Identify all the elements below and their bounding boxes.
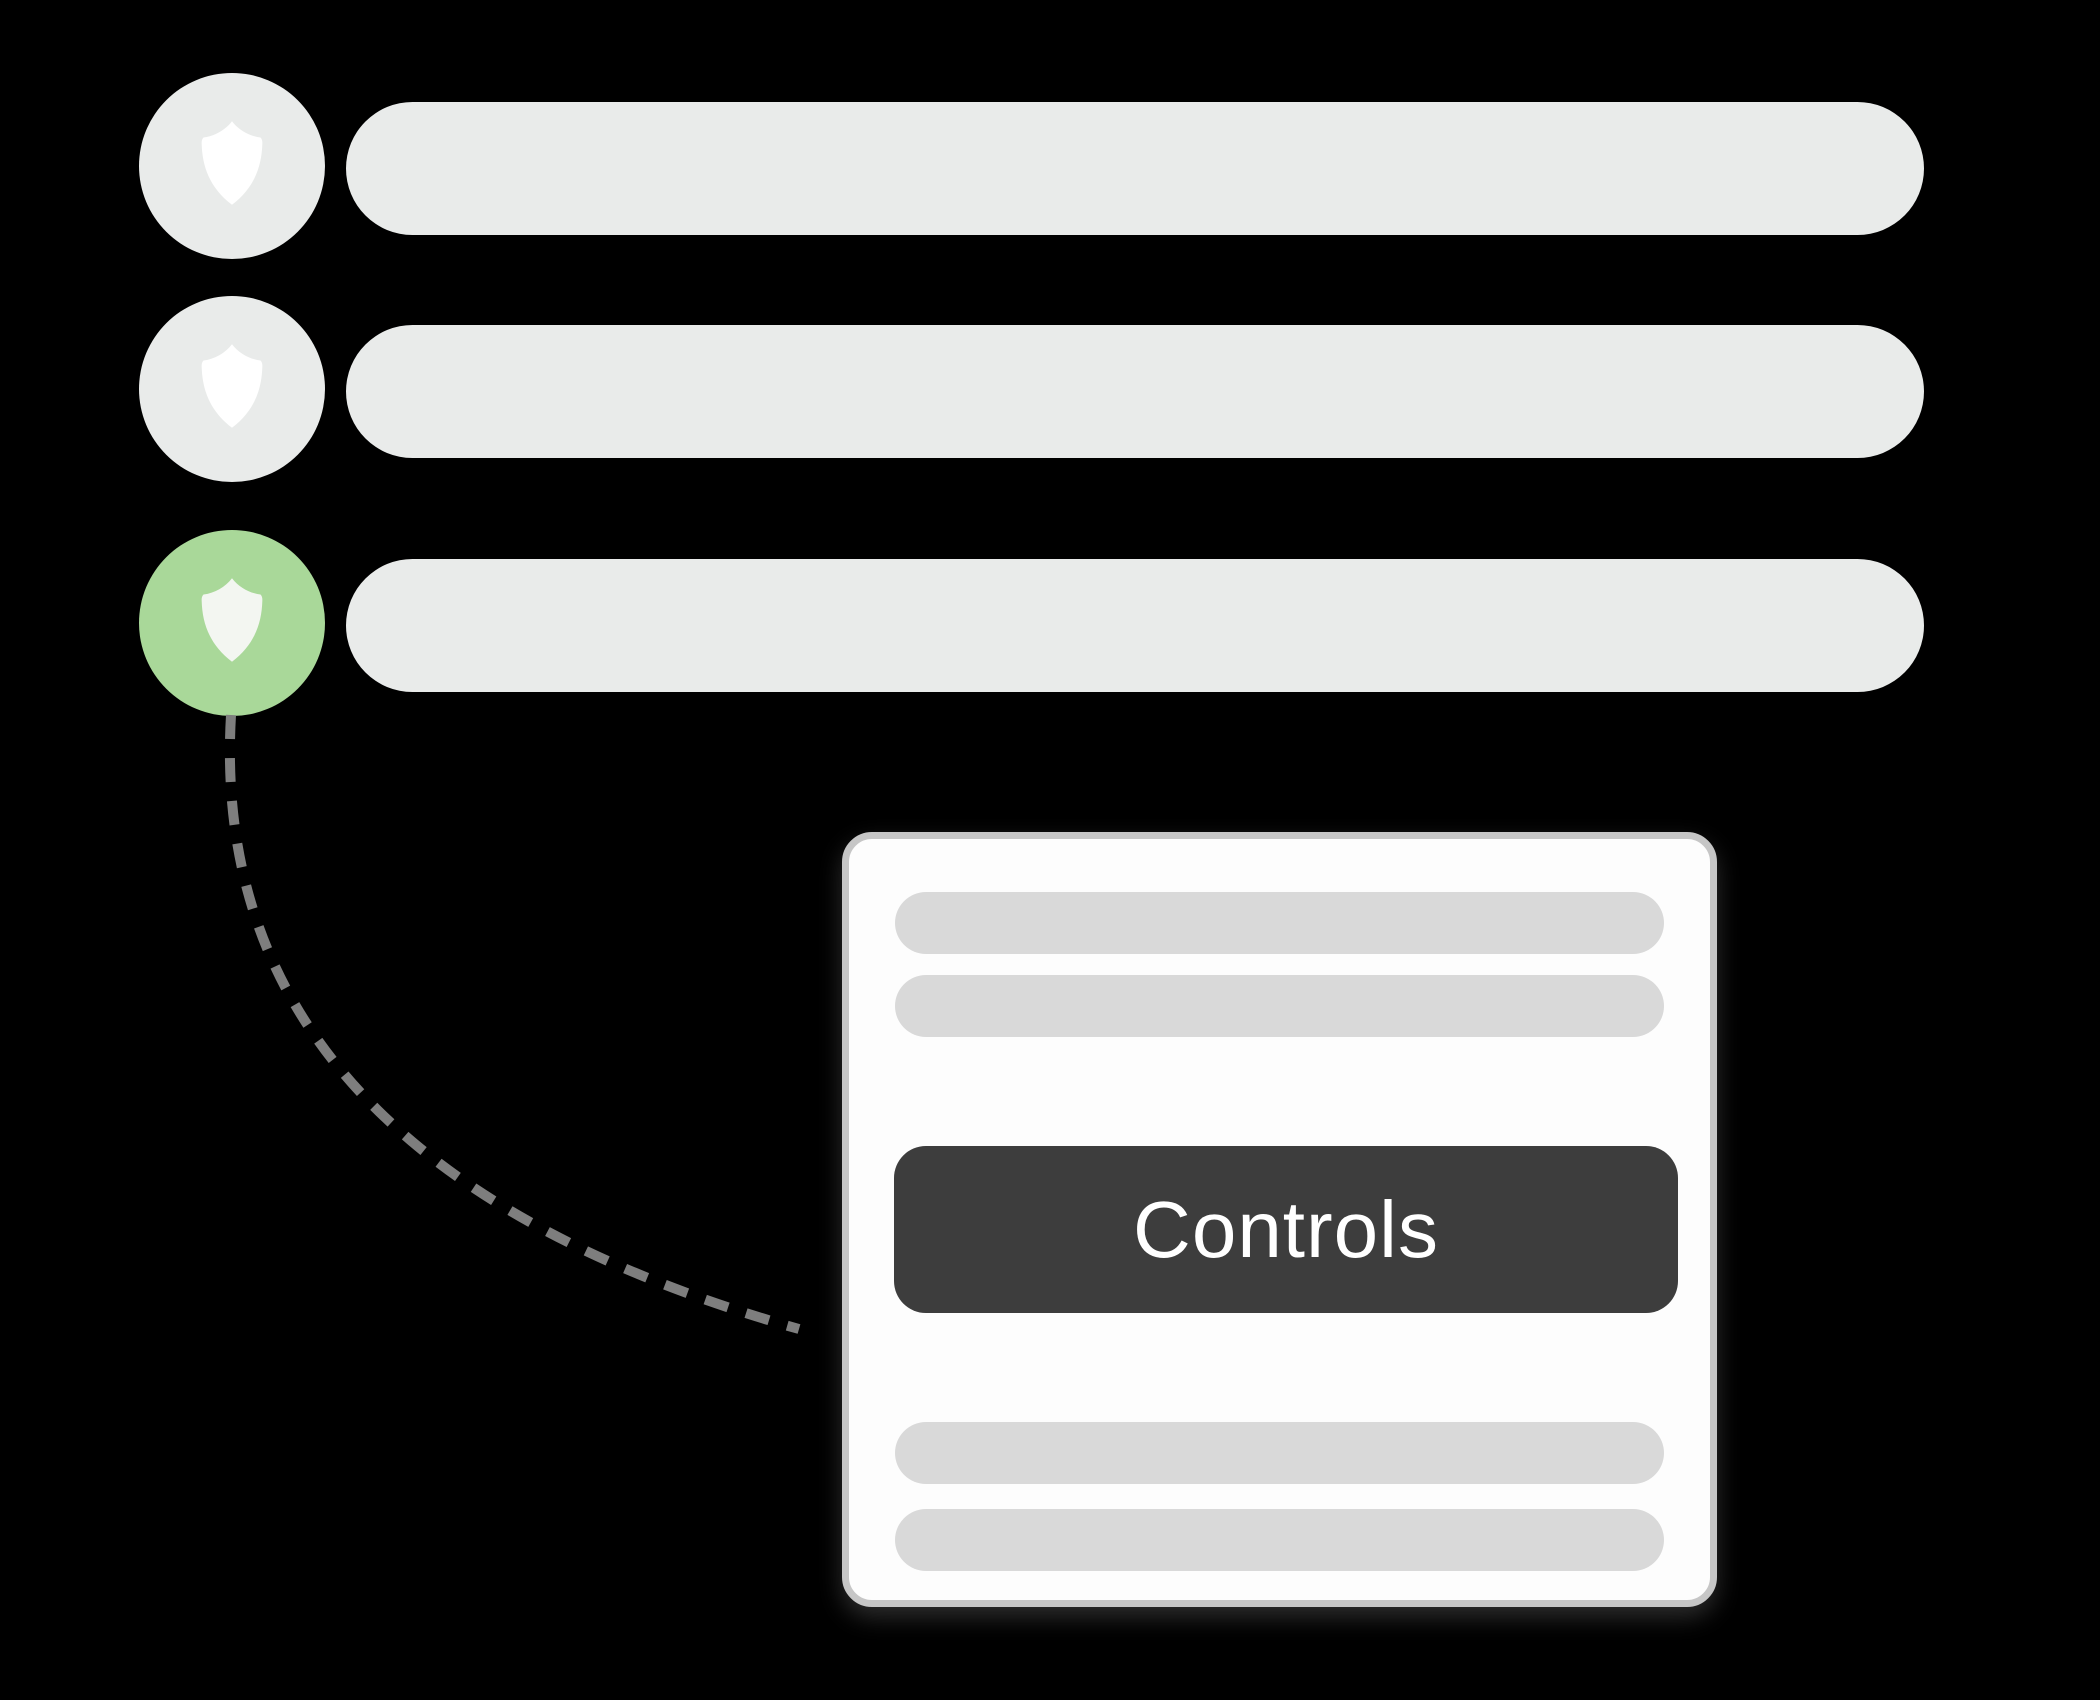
shield-row-2 xyxy=(139,296,1924,482)
controls-card: Controls xyxy=(842,832,1717,1607)
shield-icon xyxy=(201,344,263,428)
shield-row-1 xyxy=(139,73,1924,259)
card-placeholder-line xyxy=(895,975,1664,1037)
shield-row-1-badge[interactable] xyxy=(139,73,325,259)
row-placeholder-bar xyxy=(346,325,1924,458)
row-placeholder-bar xyxy=(346,102,1924,235)
shield-row-3-badge[interactable] xyxy=(139,530,325,716)
card-placeholder-line xyxy=(895,1422,1664,1484)
shield-icon xyxy=(201,121,263,205)
card-placeholder-line xyxy=(895,892,1664,954)
controls-button[interactable]: Controls xyxy=(894,1146,1678,1313)
shield-row-3 xyxy=(139,530,1924,716)
card-placeholder-line xyxy=(895,1509,1664,1571)
shield-row-2-badge[interactable] xyxy=(139,296,325,482)
shield-icon xyxy=(201,578,263,662)
row-placeholder-bar xyxy=(346,559,1924,692)
